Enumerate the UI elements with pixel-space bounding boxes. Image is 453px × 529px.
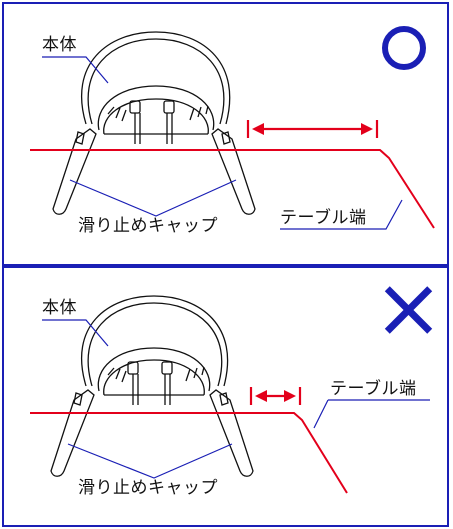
label-non-slip-caps: 滑り止めキャップ (78, 216, 218, 236)
edge-distance-arrow-short (249, 387, 302, 405)
verdict-ng-mark (382, 284, 434, 336)
panel-incorrect-placement: 本体 滑り止めキャップ テーブル端 (2, 266, 449, 527)
label-body: 本体 (42, 298, 77, 318)
diagram-correct (30, 31, 435, 230)
verdict-ok-mark (382, 26, 426, 70)
leader-lines (42, 56, 403, 230)
diagram-incorrect (30, 295, 430, 494)
label-table-edge: テーブル端 (280, 208, 367, 228)
label-body: 本体 (42, 35, 77, 55)
label-table-edge: テーブル端 (330, 379, 417, 399)
leader-lines (42, 319, 430, 479)
chair-body-illustration (50, 295, 254, 477)
panel-correct-placement: 本体 滑り止めキャップ テーブル端 (2, 2, 449, 266)
label-non-slip-caps: 滑り止めキャップ (78, 478, 218, 498)
table-surface-line (30, 149, 435, 229)
edge-distance-arrow-long (246, 120, 379, 138)
chair-body-illustration (52, 31, 256, 215)
table-surface-line (30, 412, 348, 494)
